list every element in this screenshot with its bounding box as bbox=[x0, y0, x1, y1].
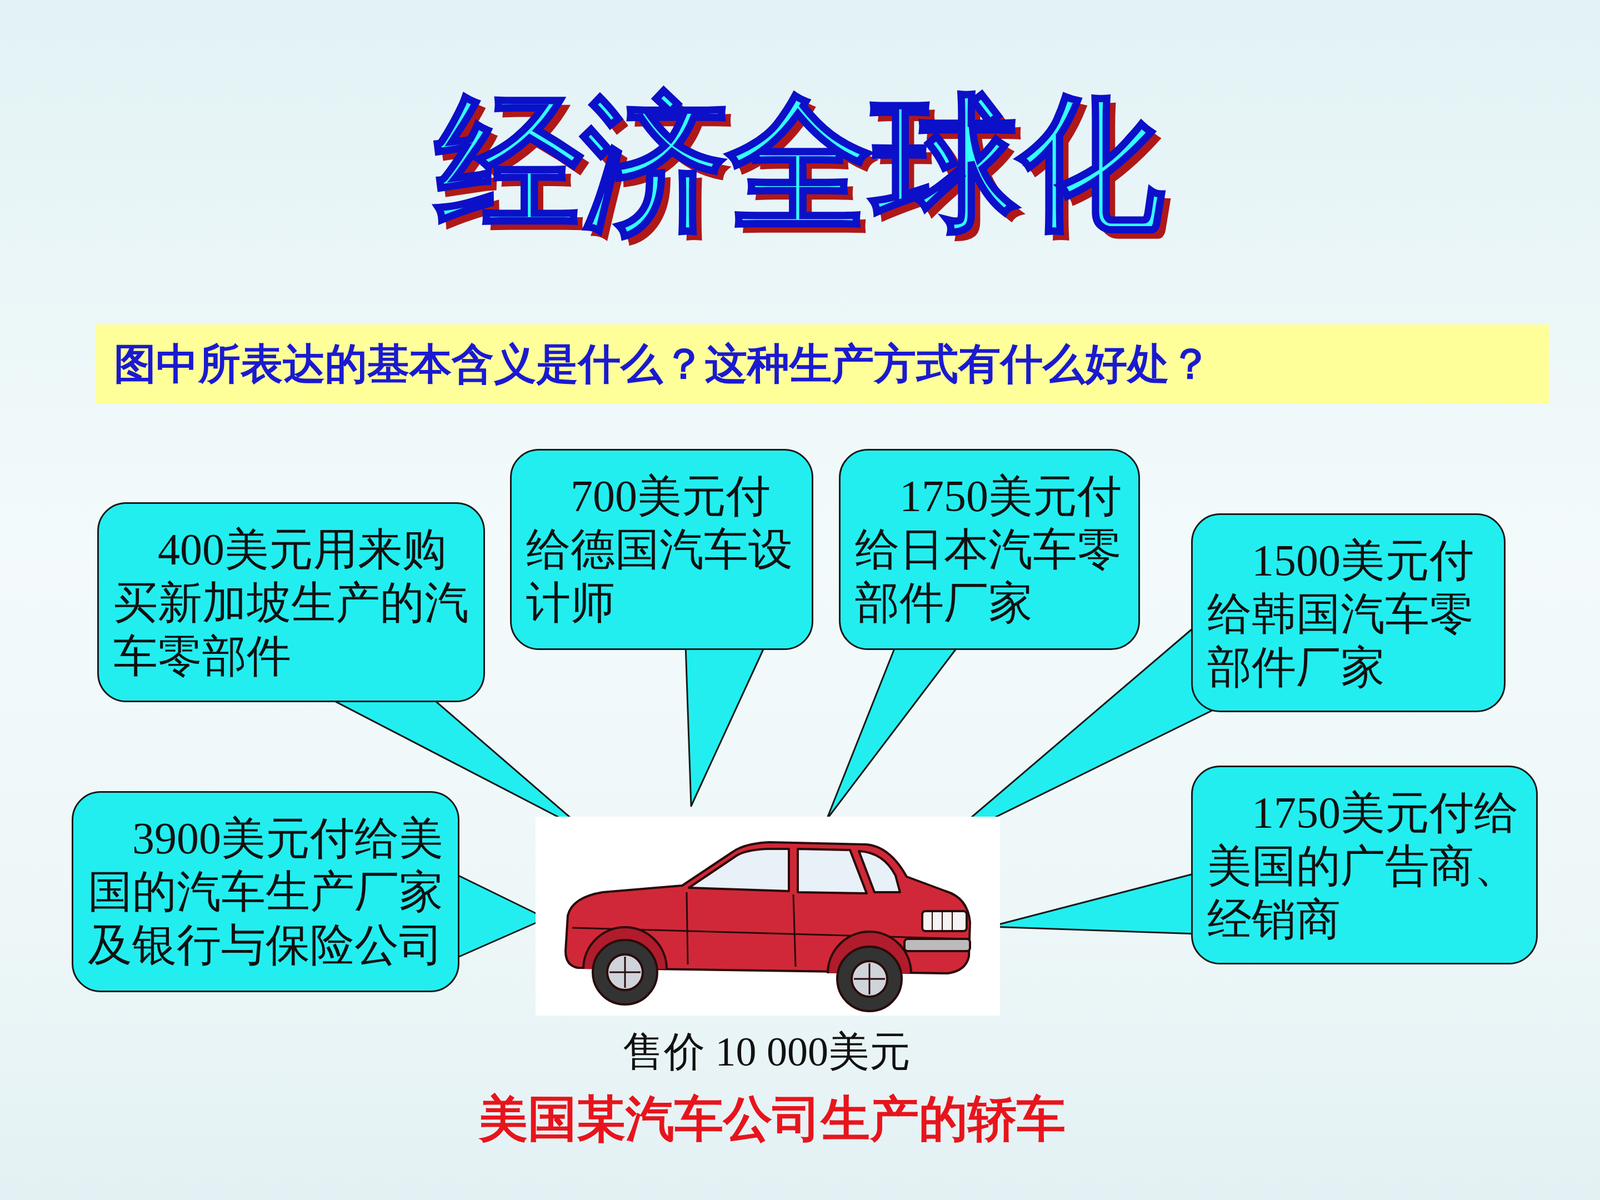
callout-tail bbox=[452, 872, 547, 960]
callout-text: 700美元付给德国汽车设计师 bbox=[526, 469, 798, 630]
speech-bubble: 1750美元付给日本汽车零部件厂家 bbox=[838, 448, 1140, 650]
car-illustration bbox=[565, 842, 970, 1012]
callout-tail bbox=[938, 622, 1223, 845]
question-text: 图中所表达的基本含义是什么？这种生产方式有什么好处？ bbox=[113, 340, 1530, 388]
speech-bubble: 700美元付给德国汽车设计师 bbox=[510, 448, 814, 650]
speech-bubble: 1500美元付给韩国汽车零部件厂家 bbox=[1191, 513, 1506, 713]
price-label: 售价 10 000美元 bbox=[488, 1026, 1045, 1077]
callout-text: 1500美元付给韩国汽车零部件厂家 bbox=[1207, 533, 1490, 694]
callout-tail bbox=[826, 644, 960, 820]
callout-tail bbox=[685, 644, 766, 807]
speech-bubble: 400美元用来购买新加坡生产的汽车零部件 bbox=[97, 502, 485, 703]
callout-text: 3900美元付给美国的汽车生产厂家及银行与保险公司 bbox=[87, 811, 444, 972]
callout-text: 400美元用来购买新加坡生产的汽车零部件 bbox=[113, 522, 469, 683]
callout-tail bbox=[990, 872, 1198, 934]
car-panel bbox=[535, 816, 1000, 1016]
figure-caption: 美国某汽车公司生产的轿车 bbox=[433, 1090, 1112, 1148]
callout-text: 1750美元付给日本汽车零部件厂家 bbox=[855, 469, 1124, 630]
question-band: 图中所表达的基本含义是什么？这种生产方式有什么好处？ bbox=[95, 324, 1549, 404]
speech-bubble: 1750美元付给美国的广告商、经销商 bbox=[1191, 765, 1538, 965]
callout-text: 1750美元付给美国的广告商、经销商 bbox=[1207, 786, 1522, 947]
speech-bubble: 3900美元付给美国的汽车生产厂家及银行与保险公司 bbox=[71, 791, 460, 993]
slide-title: 经济全球化 bbox=[0, 83, 1600, 245]
